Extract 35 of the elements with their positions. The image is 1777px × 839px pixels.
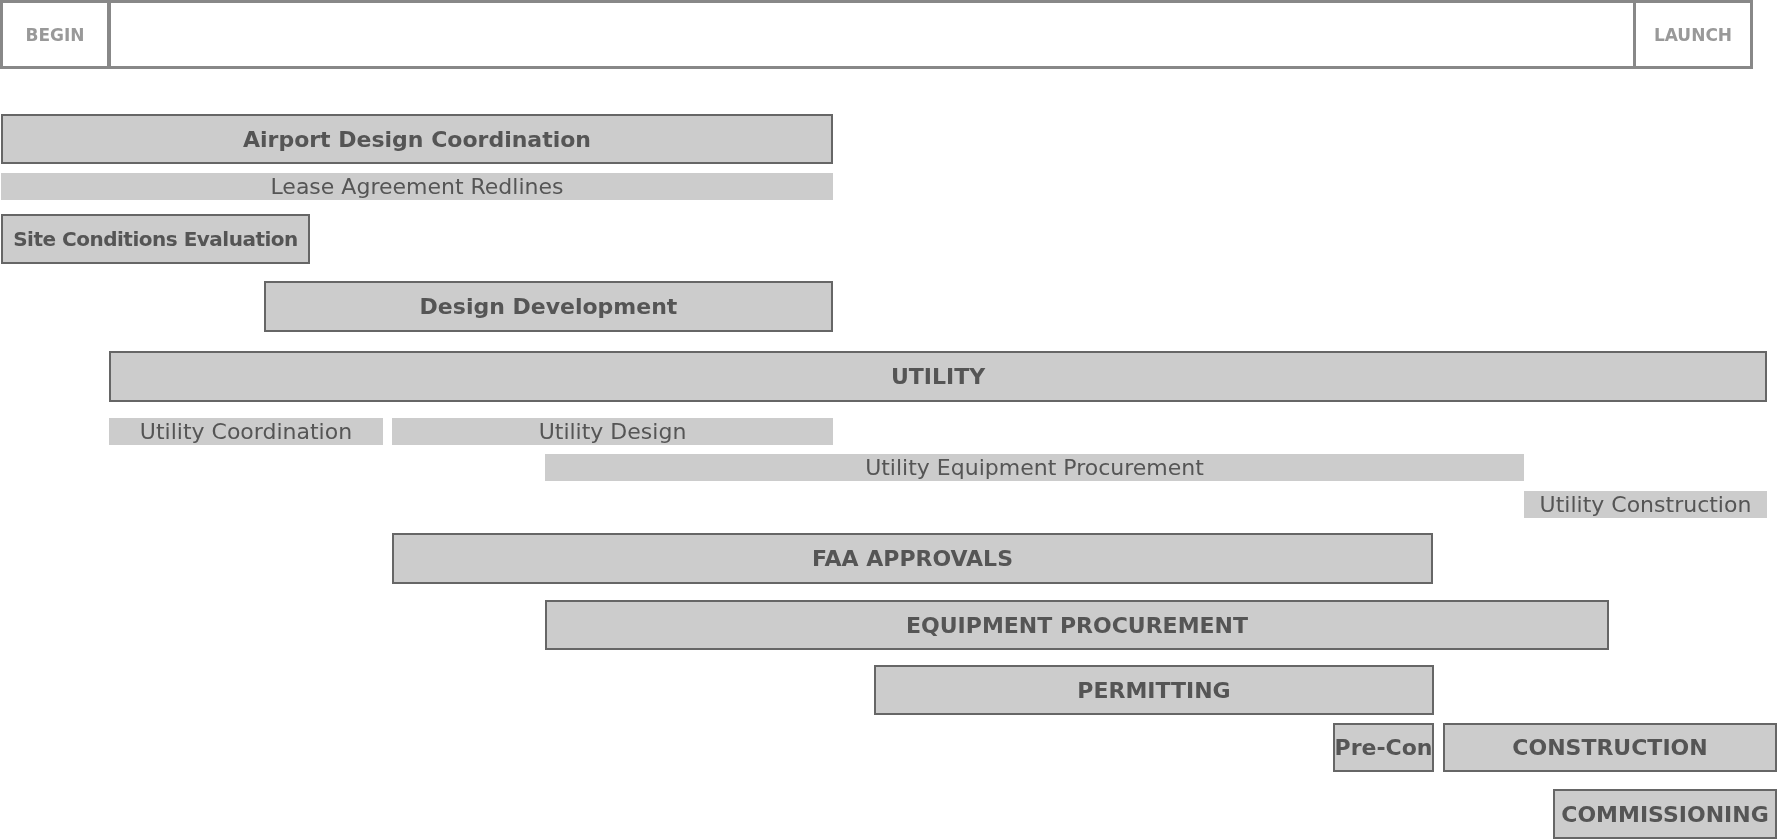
task-bar: [1, 214, 310, 264]
task-bar: [1553, 789, 1777, 839]
task-bar: [109, 351, 1767, 402]
milestone-label: BEGIN: [25, 24, 85, 45]
task-label: Site Conditions Evaluation: [13, 227, 298, 251]
subtask-bar: [545, 454, 1524, 481]
task-label: Utility Equipment Procurement: [865, 455, 1204, 480]
undefined: [108, 0, 1636, 69]
task-label: Utility Coordination: [139, 419, 353, 444]
task-bar: [264, 281, 833, 332]
milestone-box: [1633, 0, 1753, 69]
subtask-bar: [1, 173, 833, 200]
subtask-bar: [392, 418, 833, 445]
task-label: FAA APPROVALS: [812, 546, 1013, 571]
task-label: EQUIPMENT PROCUREMENT: [906, 612, 1248, 638]
task-bar: [545, 600, 1609, 650]
task-label: Lease Agreement Redlines: [270, 174, 564, 199]
task-label: Pre-Con: [1334, 735, 1433, 760]
task-label: UTILITY: [890, 364, 986, 389]
milestone-box: [0, 0, 110, 69]
task-label: CONSTRUCTION: [1512, 735, 1708, 760]
task-label: Design Development: [419, 294, 678, 319]
milestone-label: LAUNCH: [1653, 24, 1733, 45]
task-label: COMMISSIONING: [1561, 801, 1769, 827]
task-bar: [1, 114, 833, 164]
task-label: Utility Design: [538, 419, 687, 444]
task-label: PERMITTING: [1077, 677, 1231, 703]
task-bar: [1333, 723, 1434, 772]
task-bar: [874, 665, 1434, 715]
task-bar: [392, 533, 1433, 584]
task-label: Airport Design Coordination: [242, 126, 591, 152]
subtask-bar: [1524, 491, 1767, 518]
task-label: Utility Construction: [1539, 492, 1752, 517]
task-bar: [1443, 723, 1777, 772]
subtask-bar: [109, 418, 383, 445]
